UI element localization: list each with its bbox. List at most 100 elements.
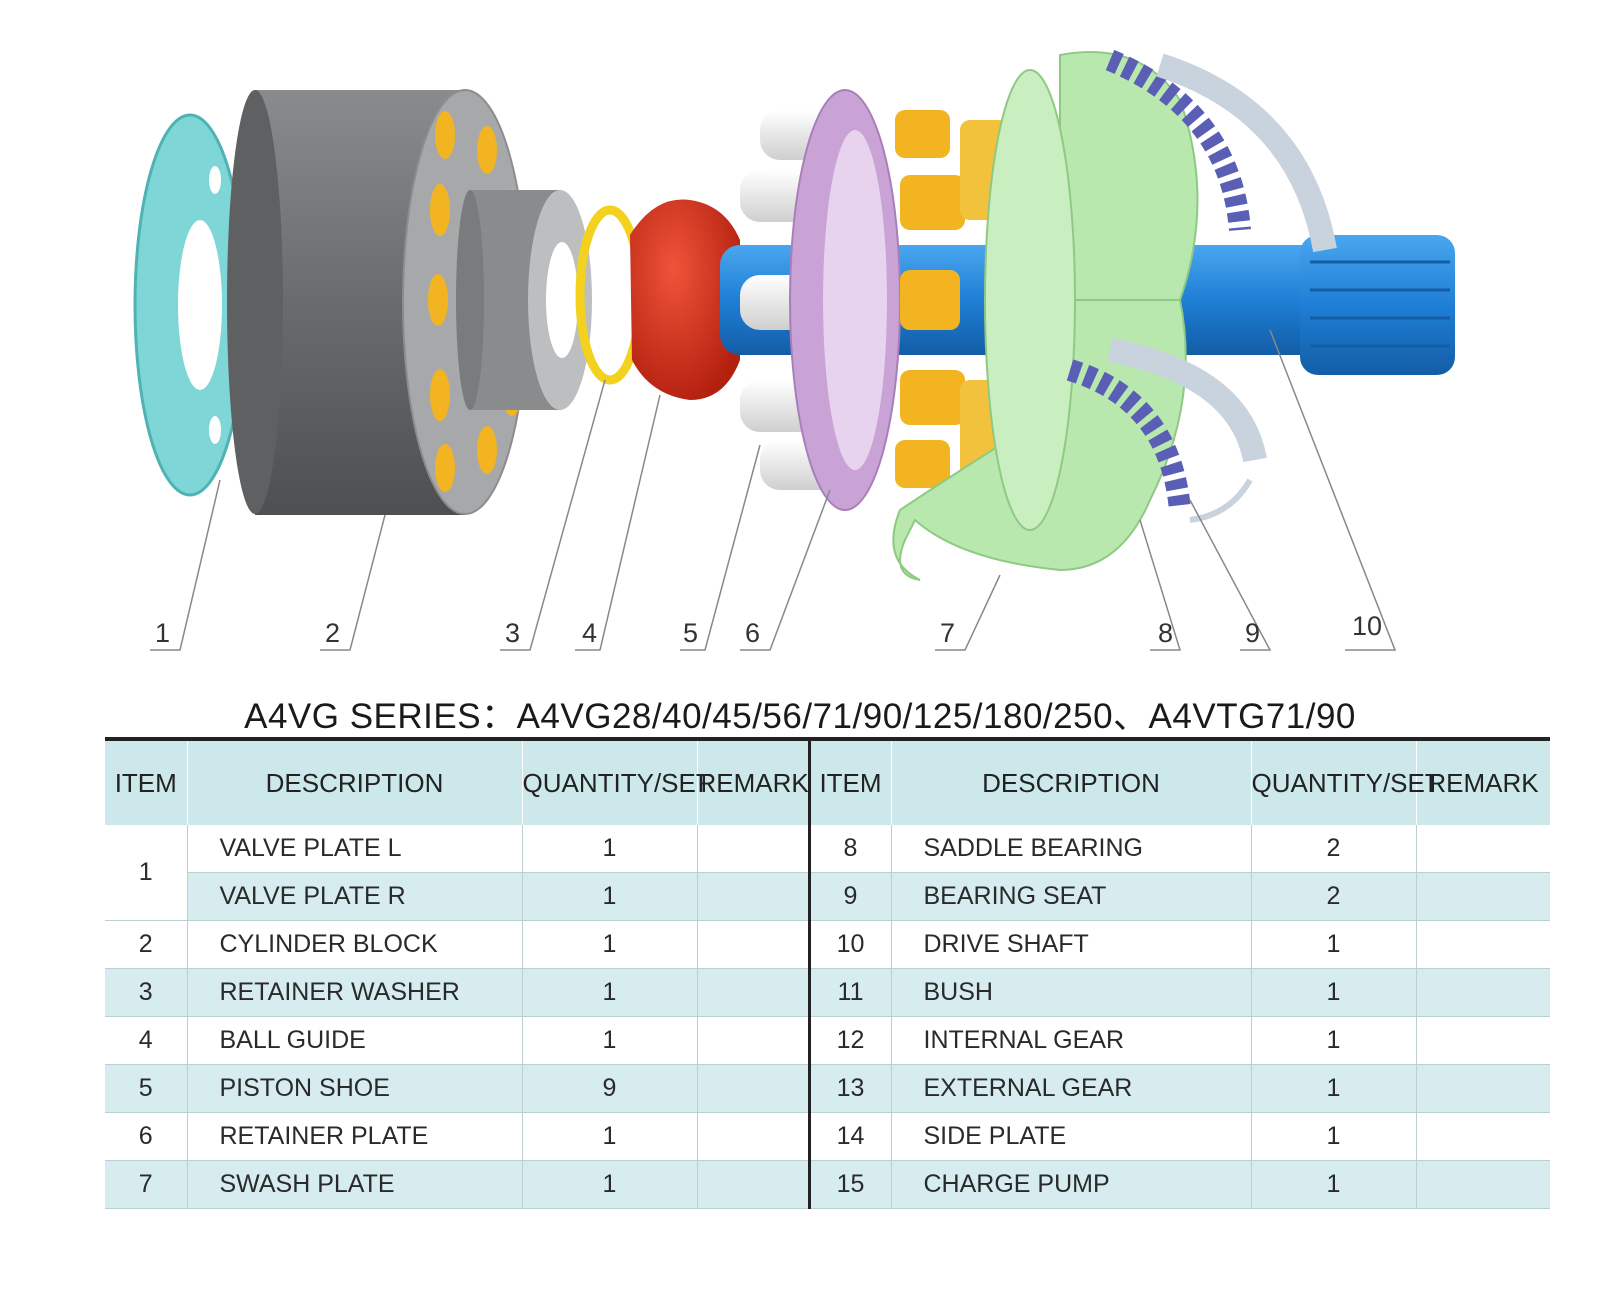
callout-6: 6 — [745, 618, 760, 648]
cell-description: VALVE PLATE R — [187, 872, 523, 921]
cell-quantity: 1 — [522, 968, 698, 1017]
table-row: 1 VALVE PLATE L 1 8 SADDLE BEARING 2 — [105, 825, 1550, 921]
cell-description: CHARGE PUMP — [891, 1160, 1252, 1209]
series-title: A4VG SERIES：A4VG28/40/45/56/71/90/125/18… — [244, 697, 1356, 736]
cell-quantity: 1 — [1251, 1160, 1417, 1209]
cell-item: 15 — [809, 1160, 892, 1209]
leader-lines — [150, 329, 1397, 651]
cell-quantity: 1 — [522, 920, 698, 969]
cell-quantity: 1 — [1251, 920, 1417, 969]
cell-item: 5 — [105, 1064, 188, 1113]
cell-remark — [697, 920, 811, 969]
cylinder-block-part — [227, 89, 592, 515]
cell-remark — [1416, 872, 1550, 921]
cell-description: BALL GUIDE — [187, 1016, 523, 1065]
cell-remark — [1416, 825, 1550, 873]
cell-item: 12 — [809, 1016, 892, 1065]
cell-remark — [1416, 1112, 1550, 1161]
cell-remark — [697, 825, 811, 873]
table-row: 5 PISTON SHOE 9 13 EXTERNAL GEAR 1 — [105, 1064, 1550, 1113]
cell-description: SWASH PLATE — [187, 1160, 523, 1209]
cell-item: 4 — [105, 1016, 188, 1065]
exploded-parts-diagram: 1 2 3 4 5 6 7 8 9 10 — [133, 49, 1455, 651]
parts-table: ITEM DESCRIPTION QUANTITY/SET REMARK ITE… — [105, 741, 1551, 1209]
table-row: 2 CYLINDER BLOCK 1 10 DRIVE SHAFT 1 — [105, 920, 1550, 969]
cell-remark — [697, 968, 811, 1017]
callout-2: 2 — [325, 618, 340, 648]
cell-quantity: 1 — [522, 825, 698, 873]
cell-remark — [697, 1016, 811, 1065]
cell-remark — [1416, 920, 1550, 969]
cell-description: VALVE PLATE L — [187, 825, 523, 873]
cell-quantity: 1 — [522, 1112, 698, 1161]
table-header-row: ITEM DESCRIPTION QUANTITY/SET REMARK ITE… — [105, 741, 1551, 825]
header-quantity: QUANTITY/SET — [1251, 741, 1441, 825]
cell-description: RETAINER PLATE — [187, 1112, 523, 1161]
cell-description: RETAINER WASHER — [187, 968, 523, 1017]
callout-4: 4 — [582, 618, 597, 648]
cell-remark — [697, 872, 811, 921]
saddle-bearing-part — [1066, 49, 1251, 512]
header-description: DESCRIPTION — [187, 741, 523, 825]
cell-description: DRIVE SHAFT — [891, 920, 1252, 969]
cell-quantity: 2 — [1251, 825, 1417, 873]
callout-1: 1 — [155, 618, 170, 648]
cell-item: 8 — [809, 825, 892, 873]
header-quantity: QUANTITY/SET — [522, 741, 712, 825]
callout-5: 5 — [683, 618, 698, 648]
cell-quantity: 1 — [1251, 1064, 1417, 1113]
cell-quantity: 2 — [1251, 872, 1417, 921]
cell-description: BEARING SEAT — [891, 872, 1252, 921]
valve-plate-part — [133, 113, 247, 497]
retainer-plate-part — [789, 89, 901, 511]
cell-item: 1 — [105, 825, 188, 921]
cell-quantity: 1 — [522, 1016, 698, 1065]
cell-remark — [1416, 968, 1550, 1017]
cell-item: 13 — [809, 1064, 892, 1113]
header-remark: REMARK — [1416, 741, 1551, 825]
bearing-seat-part — [1107, 53, 1337, 523]
cell-quantity: 9 — [522, 1064, 698, 1113]
cell-description: INTERNAL GEAR — [891, 1016, 1252, 1065]
cell-remark — [1416, 1160, 1550, 1209]
ball-guide-part — [630, 199, 740, 400]
cell-quantity: 1 — [1251, 1112, 1417, 1161]
callout-3: 3 — [505, 618, 520, 648]
cell-remark — [697, 1160, 811, 1209]
cell-description: BUSH — [891, 968, 1252, 1017]
cell-description: SIDE PLATE — [891, 1112, 1252, 1161]
cell-item: 11 — [809, 968, 892, 1017]
cell-item: 9 — [809, 872, 892, 921]
table-top-rule — [105, 737, 1550, 741]
cell-quantity: 1 — [522, 1160, 698, 1209]
swash-plate-part — [892, 51, 1199, 581]
table-row: 3 RETAINER WASHER 1 11 BUSH 1 — [105, 968, 1550, 1017]
callout-10: 10 — [1352, 611, 1382, 641]
cell-item: 10 — [809, 920, 892, 969]
cell-item: 14 — [809, 1112, 892, 1161]
header-item: ITEM — [105, 741, 188, 825]
cell-remark — [1416, 1016, 1550, 1065]
cell-remark — [1416, 1064, 1550, 1113]
cell-description: SADDLE BEARING — [891, 825, 1252, 873]
cell-quantity: 1 — [522, 872, 698, 921]
cell-quantity: 1 — [1251, 1016, 1417, 1065]
cell-description: EXTERNAL GEAR — [891, 1064, 1252, 1113]
cell-quantity: 1 — [1251, 968, 1417, 1017]
cell-remark — [697, 1064, 811, 1113]
callout-8: 8 — [1158, 618, 1173, 648]
cell-description: CYLINDER BLOCK — [187, 920, 523, 969]
header-item: ITEM — [809, 741, 892, 825]
table-row: 7 SWASH PLATE 1 15 CHARGE PUMP 1 — [105, 1160, 1550, 1209]
table-row: 4 BALL GUIDE 1 12 INTERNAL GEAR 1 — [105, 1016, 1550, 1065]
header-description: DESCRIPTION — [891, 741, 1252, 825]
cell-item: 3 — [105, 968, 188, 1017]
callout-9: 9 — [1245, 618, 1260, 648]
table-row: 6 RETAINER PLATE 1 14 SIDE PLATE 1 — [105, 1112, 1550, 1161]
cell-description: PISTON SHOE — [187, 1064, 523, 1113]
cell-remark — [697, 1112, 811, 1161]
callout-7: 7 — [940, 618, 955, 648]
cell-item: 2 — [105, 920, 188, 969]
header-remark: REMARK — [697, 741, 811, 825]
cell-item: 7 — [105, 1160, 188, 1209]
